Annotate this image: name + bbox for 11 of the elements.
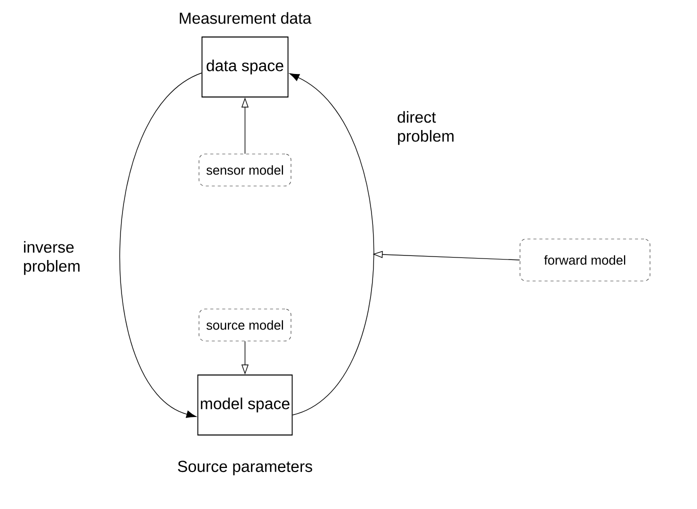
edge-label: inverse problem — [24, 241, 80, 275]
dashed-box: source model — [198, 308, 292, 342]
process-box: model space — [197, 374, 293, 436]
curved-arrow — [119, 72, 202, 418]
edge-label: direct problem — [398, 111, 454, 145]
dashed-box: sensor model — [198, 154, 292, 186]
dashed-box: forward model — [520, 238, 650, 282]
box-caption: Source parameters — [178, 460, 312, 476]
box-caption: Measurement data — [180, 12, 312, 24]
process-box: data space — [202, 36, 288, 98]
curved-arrow — [289, 73, 374, 416]
